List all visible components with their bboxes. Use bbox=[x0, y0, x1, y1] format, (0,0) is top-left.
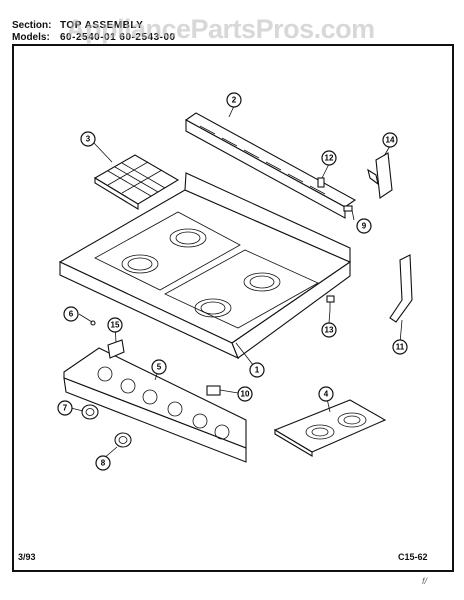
svg-text:3: 3 bbox=[86, 135, 91, 144]
backguard-part bbox=[184, 112, 357, 219]
svg-text:7: 7 bbox=[63, 404, 68, 413]
svg-text:15: 15 bbox=[111, 321, 120, 330]
section-label: Section: bbox=[12, 20, 52, 31]
svg-text:12: 12 bbox=[325, 154, 334, 163]
section-line: Section: TOP ASSEMBLY bbox=[12, 20, 143, 32]
svg-text:10: 10 bbox=[241, 390, 250, 399]
callout-6: 6 bbox=[63, 306, 79, 322]
models-line: Models: 60-2540-01 60-2543-00 bbox=[12, 32, 176, 44]
callout-8: 8 bbox=[95, 455, 111, 471]
svg-text:13: 13 bbox=[325, 326, 334, 335]
screw-part bbox=[326, 295, 335, 310]
models-label: Models: bbox=[12, 32, 50, 43]
callout-11: 11 bbox=[392, 339, 408, 355]
svg-text:8: 8 bbox=[101, 459, 106, 468]
cooktop-part bbox=[58, 172, 352, 360]
svg-text:5: 5 bbox=[157, 363, 162, 372]
drip-pan-part bbox=[273, 399, 387, 457]
side-trim-part bbox=[389, 254, 413, 323]
callout-10: 10 bbox=[237, 386, 253, 402]
svg-text:2: 2 bbox=[232, 96, 237, 105]
callout-3: 3 bbox=[80, 131, 96, 147]
svg-text:6: 6 bbox=[69, 310, 74, 319]
diagram-frame bbox=[12, 44, 454, 572]
footer-mark: f/ bbox=[422, 576, 428, 586]
footer-code: C15-62 bbox=[398, 552, 428, 562]
callout-9: 9 bbox=[356, 218, 372, 234]
section-value: TOP ASSEMBLY bbox=[60, 20, 144, 31]
svg-text:14: 14 bbox=[386, 136, 395, 145]
callout-15: 15 bbox=[107, 317, 123, 333]
indicator-part bbox=[206, 385, 221, 396]
clip-part bbox=[317, 177, 353, 212]
callout-7: 7 bbox=[57, 400, 73, 416]
svg-text:1: 1 bbox=[255, 366, 260, 375]
callout-5: 5 bbox=[151, 359, 167, 375]
callout-2: 2 bbox=[226, 92, 242, 108]
switch-bracket-part bbox=[107, 339, 125, 359]
svg-text:11: 11 bbox=[396, 343, 405, 352]
svg-text:9: 9 bbox=[362, 222, 367, 231]
svg-text:4: 4 bbox=[324, 390, 329, 399]
callout-13: 13 bbox=[321, 322, 337, 338]
knob-part bbox=[81, 404, 132, 448]
callout-1: 1 bbox=[249, 362, 265, 378]
callout-14: 14 bbox=[382, 132, 398, 148]
callout-4: 4 bbox=[318, 386, 334, 402]
bracket-part bbox=[367, 152, 393, 199]
grate-part bbox=[93, 154, 180, 210]
control-panel-part bbox=[63, 347, 247, 463]
callout-12: 12 bbox=[321, 150, 337, 166]
models-value: 60-2540-01 60-2543-00 bbox=[60, 32, 176, 43]
watermark: AppliancePartsPros.com bbox=[66, 14, 375, 44]
footer-date: 3/93 bbox=[18, 552, 36, 562]
